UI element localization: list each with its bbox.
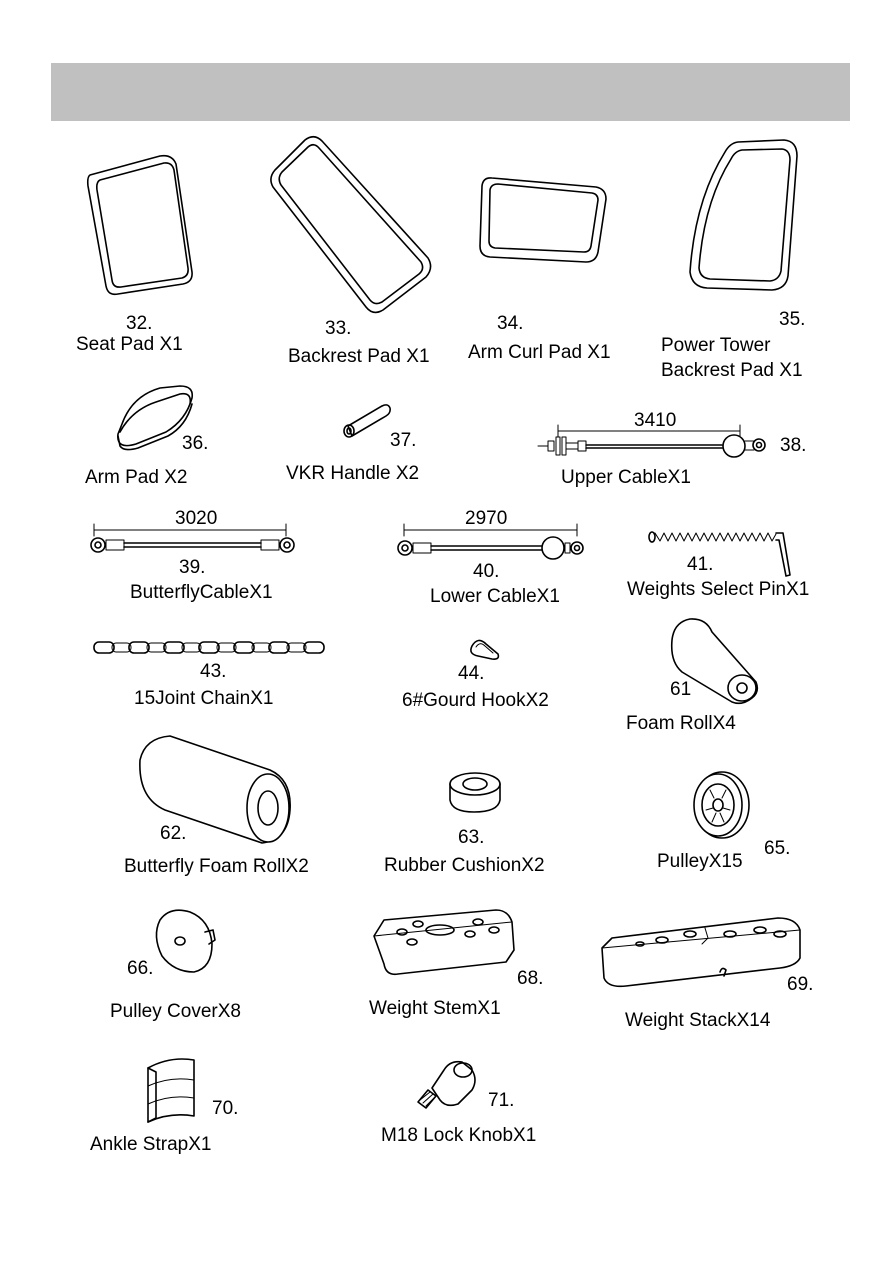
part-65-label: PulleyX15 (657, 851, 743, 872)
vkr-handle-icon (343, 404, 391, 438)
butterfly-foam-roll-icon (139, 735, 291, 844)
part-71-label: M18 Lock KnobX1 (381, 1125, 537, 1146)
header-bar (51, 63, 850, 121)
part-34-number: 34. (497, 313, 524, 334)
part-62-number: 62. (160, 823, 187, 844)
arm-pad-icon (117, 385, 194, 451)
part-36-label: Arm Pad X2 (85, 467, 188, 488)
part-38-number: 38. (780, 435, 807, 456)
part-37-number: 37. (390, 430, 417, 451)
gourd-hook-icon (470, 639, 500, 660)
pulley-icon (693, 771, 750, 839)
weights-select-pin-icon (648, 531, 791, 577)
part-38-label: Upper CableX1 (561, 467, 691, 488)
part-44-number: 44. (458, 663, 485, 684)
part-70-label: Ankle StrapX1 (90, 1134, 212, 1155)
ankle-strap-icon (147, 1058, 195, 1123)
upper-cable-icon (537, 424, 766, 458)
part-41-label: Weights Select PinX1 (627, 579, 810, 600)
arm-curl-pad-icon (479, 177, 607, 263)
part-43-number: 43. (200, 661, 227, 682)
lock-knob-icon (417, 1060, 476, 1109)
part-41-number: 41. (687, 554, 714, 575)
rubber-cushion-icon (449, 772, 501, 813)
weight-stack-icon (601, 917, 801, 988)
part-39-dimension: 3020 (175, 508, 218, 529)
part-63-label: Rubber CushionX2 (384, 855, 545, 876)
part-35-label: Power Tower Backrest Pad X1 (661, 335, 803, 381)
part-66-label: Pulley CoverX8 (110, 1001, 241, 1022)
seat-pad-icon (86, 154, 193, 296)
part-32-number: 32. (126, 313, 153, 334)
backrest-pad-icon (270, 135, 432, 314)
part-43-label: 15Joint ChainX1 (134, 688, 274, 709)
lower-cable-icon (397, 523, 584, 560)
pulley-cover-icon (155, 909, 216, 973)
part-36-number: 36. (182, 433, 209, 454)
part-68-label: Weight StemX1 (369, 998, 501, 1019)
part-34-label: Arm Curl Pad X1 (468, 342, 611, 363)
part-69-number: 69. (787, 974, 814, 995)
part-32-label: Seat Pad X1 (76, 334, 183, 355)
part-70-number: 70. (212, 1098, 239, 1119)
part-35-number: 35. (779, 309, 806, 330)
part-68-number: 68. (517, 968, 544, 989)
part-33-label: Backrest Pad X1 (288, 346, 430, 367)
part-63-number: 63. (458, 827, 485, 848)
part-65-number: 65. (764, 838, 791, 859)
part-66-number: 66. (127, 958, 154, 979)
part-71-number: 71. (488, 1090, 515, 1111)
part-61-number: 61 (670, 679, 692, 700)
part-40-dimension: 2970 (465, 508, 508, 529)
chain-icon (93, 641, 325, 654)
weight-stem-icon (373, 909, 515, 976)
power-tower-backrest-pad-icon (689, 139, 798, 291)
part-62-label: Butterfly Foam RollX2 (124, 856, 309, 877)
foam-roll-icon (670, 618, 759, 705)
part-38-dimension: 3410 (634, 410, 677, 431)
part-44-label: 6#Gourd HookX2 (402, 690, 549, 711)
part-61-label: Foam RollX4 (626, 713, 736, 734)
part-39-label: ButterflyCableX1 (130, 582, 273, 603)
part-40-number: 40. (473, 561, 500, 582)
part-69-label: Weight StackX14 (625, 1010, 771, 1031)
part-33-number: 33. (325, 318, 352, 339)
butterfly-cable-icon (90, 523, 295, 553)
part-37-label: VKR Handle X2 (286, 463, 420, 484)
part-39-number: 39. (179, 557, 206, 578)
part-40-label: Lower CableX1 (430, 586, 560, 607)
